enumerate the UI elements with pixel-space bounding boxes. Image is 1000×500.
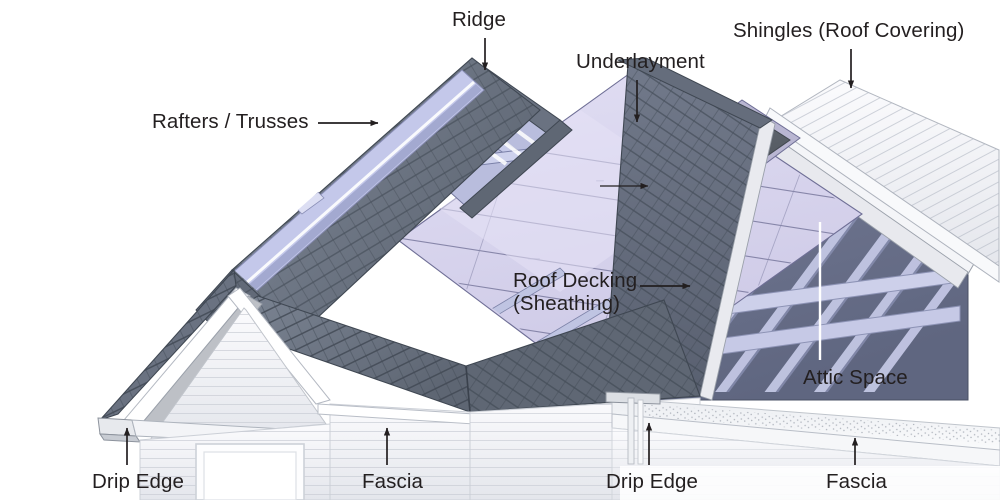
- ridge-cap-right: [616, 57, 773, 129]
- bottom-fade: [620, 466, 1000, 500]
- label-drip-edge-right: Drip Edge: [606, 470, 699, 493]
- rafter-shadow-b: [236, 84, 482, 302]
- label-underlayment: Underlayment: [576, 50, 705, 73]
- label-rafters-trusses: Rafters / Trusses: [152, 110, 309, 133]
- front-roof-plane: [210, 295, 701, 413]
- fascia-board-right: [611, 413, 1000, 467]
- left-gable-group: [97, 268, 331, 445]
- label-fascia-right: Fascia: [826, 470, 887, 493]
- label-fascia-left: Fascia: [362, 470, 423, 493]
- label-shingles: Shingles (Roof Covering): [733, 19, 965, 42]
- roof-valley-line: [465, 365, 471, 413]
- label-attic-space: Attic Space: [803, 366, 908, 389]
- door-opening-left: [195, 443, 305, 500]
- soffit-vent-perforation: [640, 404, 1000, 444]
- center-gable-rake-right: [459, 119, 573, 219]
- corner-trim-right: [627, 397, 644, 465]
- gable-wall-left-texture: [150, 308, 326, 440]
- leader-lines: [123, 38, 859, 465]
- gable-siding-right-texture: [778, 80, 999, 272]
- shingles-left-slope-texture: [232, 58, 540, 334]
- label-drip-edge-left: Drip Edge: [92, 470, 185, 493]
- wall-middle-texture: [330, 404, 470, 500]
- rake-trim-left-gable-right: [227, 287, 331, 405]
- label-roof-decking: Roof Decking: [513, 269, 638, 292]
- shingles-left-gable-texture: [100, 270, 236, 420]
- label-ridge: Ridge: [452, 8, 507, 31]
- label-roof-decking-second-line: (Sheathing): [513, 292, 621, 315]
- shingles-front-right-texture: [466, 300, 700, 412]
- shingles-front-left-texture: [212, 296, 470, 412]
